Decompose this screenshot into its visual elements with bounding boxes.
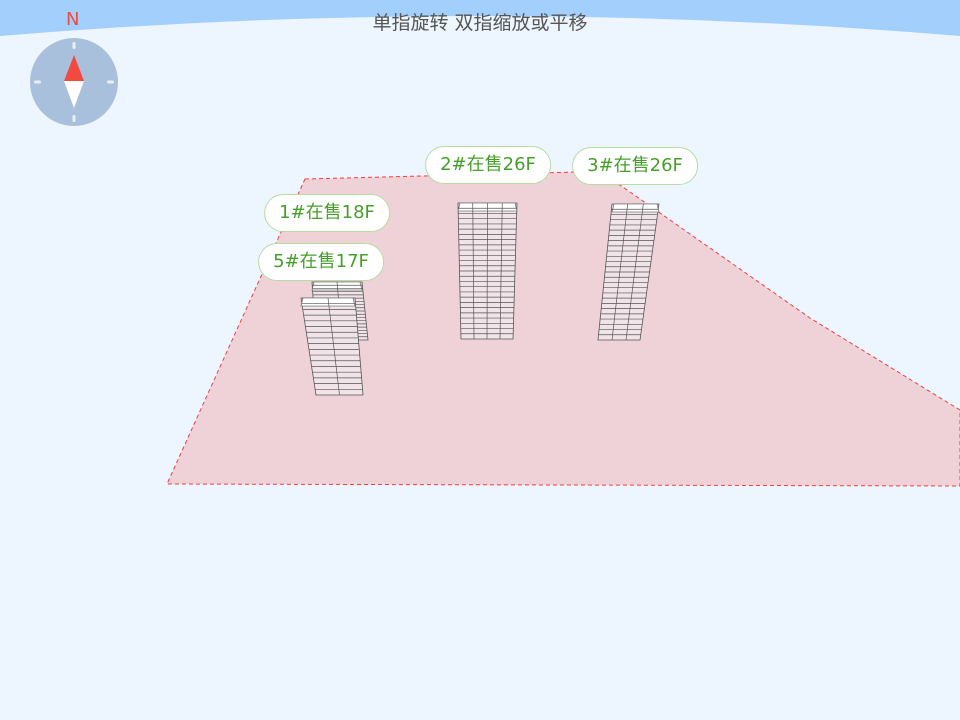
unit-line <box>472 202 475 340</box>
north-label: N <box>66 9 80 30</box>
building-label-2[interactable]: 2#在售26F <box>425 146 551 184</box>
building-2[interactable] <box>457 202 518 340</box>
building-roof <box>611 203 660 213</box>
compass-icon[interactable] <box>30 38 118 126</box>
gesture-hint: 单指旋转 双指缩放或平移 <box>372 12 588 34</box>
building-label-1[interactable]: 1#在售18F <box>264 194 390 232</box>
unit-line <box>486 202 488 340</box>
sky-horizon <box>0 0 960 36</box>
unit-line <box>611 203 629 341</box>
building-3[interactable] <box>597 203 660 341</box>
building-label-5[interactable]: 5#在售17F <box>258 243 384 281</box>
building-5[interactable] <box>300 297 364 396</box>
unit-line <box>625 203 644 341</box>
building-label-3[interactable]: 3#在售26F <box>572 147 698 185</box>
unit-line <box>327 297 340 396</box>
unit-line <box>499 202 503 340</box>
